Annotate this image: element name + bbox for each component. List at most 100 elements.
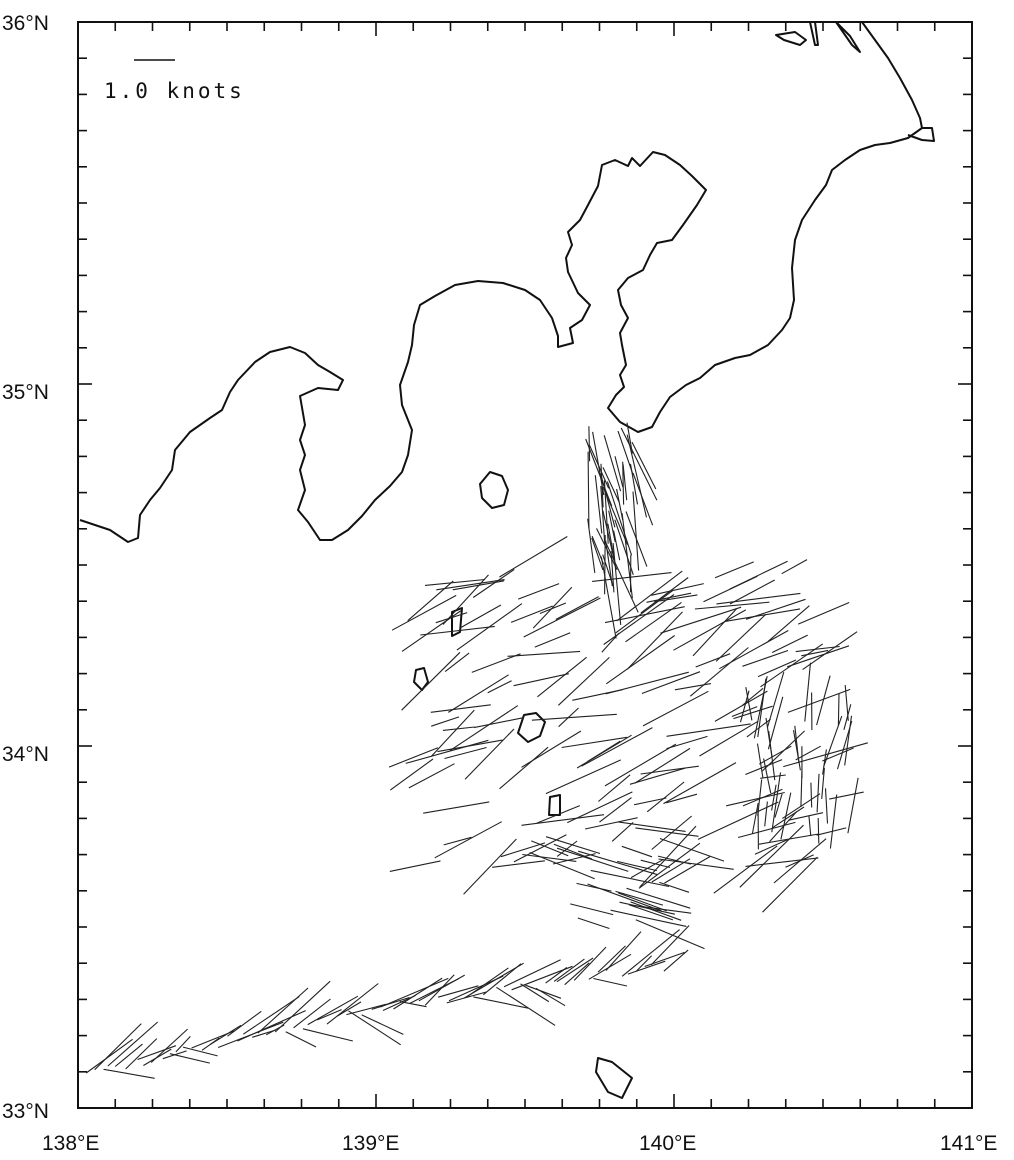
island-mikura — [548, 794, 561, 816]
current-vector — [591, 537, 604, 571]
y-tick-34n: 34°N — [2, 743, 49, 766]
current-vector — [714, 690, 768, 722]
current-vector — [581, 727, 653, 767]
current-vector — [599, 797, 632, 823]
current-vector — [630, 901, 682, 921]
current-vector — [716, 592, 801, 605]
current-vector — [150, 1028, 188, 1063]
current-vector — [729, 579, 775, 605]
island-niijima — [413, 667, 429, 691]
current-vector — [471, 653, 521, 673]
current-vector — [629, 463, 639, 505]
current-vector — [745, 598, 806, 620]
current-vector — [780, 792, 792, 840]
current-vector — [472, 568, 515, 598]
current-vector — [822, 749, 827, 775]
current-vector — [587, 883, 662, 912]
current-vector — [604, 534, 606, 595]
current-vector — [593, 977, 628, 987]
current-vector — [823, 715, 843, 767]
map-frame — [77, 21, 973, 1109]
current-vector — [589, 445, 610, 489]
current-vector — [523, 597, 601, 638]
current-vector — [552, 853, 596, 865]
current-vector — [641, 671, 701, 695]
current-vector — [537, 656, 587, 698]
current-vector — [587, 451, 590, 529]
x-tick-140e: 140°E — [639, 1132, 696, 1155]
current-vector — [646, 781, 685, 813]
current-vector — [764, 801, 768, 827]
current-vector — [616, 570, 683, 622]
current-vector — [114, 1043, 143, 1067]
current-vector — [713, 845, 778, 894]
current-vector — [576, 882, 612, 892]
current-vector — [753, 675, 768, 739]
current-vector — [642, 690, 709, 727]
current-vector — [570, 903, 614, 916]
current-vector — [726, 791, 785, 807]
current-vector — [795, 745, 821, 761]
current-vector — [555, 596, 599, 620]
current-vector — [561, 736, 628, 749]
current-vector — [660, 606, 742, 634]
current-vector — [600, 556, 617, 639]
current-vector — [788, 812, 824, 821]
current-vector — [621, 513, 633, 599]
current-vector — [598, 774, 631, 802]
current-vector — [754, 839, 788, 855]
current-vector — [763, 758, 772, 794]
current-vector — [767, 696, 784, 750]
current-vector — [714, 561, 754, 579]
current-vector — [534, 632, 571, 648]
island-tokyo-bay-fragment — [775, 31, 807, 46]
current-vector — [443, 836, 472, 846]
current-vector — [513, 834, 567, 863]
current-vector — [169, 1053, 210, 1064]
current-vector — [227, 1010, 262, 1037]
current-vector — [836, 720, 853, 770]
current-vector — [175, 1036, 191, 1053]
current-vector — [650, 925, 690, 966]
current-vector — [389, 758, 434, 791]
current-vector — [85, 1038, 133, 1074]
coastline-izu-suruga — [79, 127, 935, 543]
current-vector — [626, 422, 633, 454]
current-vector — [326, 983, 379, 1025]
current-vector — [810, 782, 813, 808]
current-vector — [626, 434, 648, 518]
current-vector — [556, 957, 594, 983]
current-vector — [125, 1038, 158, 1070]
current-vector — [742, 649, 789, 667]
current-vector — [640, 859, 671, 869]
current-vector — [689, 647, 749, 697]
current-vector — [597, 945, 626, 973]
current-vector — [600, 485, 606, 545]
current-vector — [521, 730, 582, 768]
current-vector — [628, 904, 674, 921]
current-vector — [787, 645, 850, 668]
current-vector — [629, 767, 686, 785]
current-vector — [731, 706, 758, 718]
current-vector — [617, 430, 634, 475]
current-vector — [699, 720, 759, 757]
current-vector — [694, 601, 770, 610]
current-vector — [588, 426, 591, 462]
current-vector — [692, 607, 738, 657]
current-vector — [442, 726, 475, 731]
current-vector — [745, 857, 819, 867]
current-vector — [518, 583, 560, 600]
current-vector — [614, 519, 634, 575]
current-vector — [774, 793, 783, 818]
current-vector — [602, 486, 629, 545]
current-vector — [617, 821, 686, 832]
current-vector — [431, 716, 460, 727]
current-vector — [473, 996, 529, 1009]
current-vector — [449, 705, 519, 752]
current-vector — [389, 860, 441, 872]
current-vector — [316, 1009, 342, 1021]
current-vector — [466, 967, 509, 998]
current-vector — [626, 611, 683, 670]
current-vector — [673, 609, 747, 651]
current-vector — [564, 962, 590, 986]
